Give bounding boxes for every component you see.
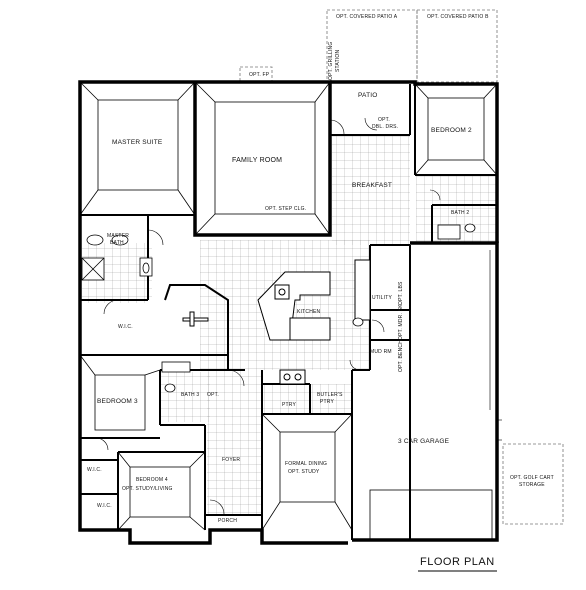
label-butlers-1: BUTLER'S (317, 392, 343, 398)
kitchen-fixtures (182, 259, 371, 385)
label-master-bath-2: BATH (110, 240, 124, 246)
label-golf-cart-2: STORAGE (519, 482, 545, 488)
label-master-bath-1: MASTER (107, 233, 130, 239)
label-formal-dining: FORMAL DINING (285, 461, 328, 467)
note-opt-patio-a: OPT. COVERED PATIO A (336, 14, 398, 20)
label-butlers-2: PTRY (320, 399, 335, 405)
note-opt-fp: OPT. FP (249, 72, 270, 78)
label-garage: 3 CAR GARAGE (398, 438, 450, 445)
label-ptry: PTRY (282, 402, 297, 408)
label-wic-a: W.I.C. (87, 467, 102, 473)
label-utility: UTILITY (372, 295, 393, 301)
label-patio: PATIO (358, 92, 378, 99)
note-opt-grilling-2: STATION (335, 49, 341, 72)
garage-door-marks (489, 250, 502, 441)
note-opt-dbl-1: OPT. (378, 117, 390, 123)
note-opt-lbs: OPT. LBS (398, 281, 404, 305)
door-swings (95, 117, 441, 515)
label-kitchen: KITCHEN (297, 309, 321, 315)
note-opt-grilling-1: OPT. GRILLING (328, 41, 334, 80)
label-bath-3: BATH 3 (181, 392, 200, 398)
label-master-wic: W.I.C. (118, 324, 133, 330)
label-bedroom-3: BEDROOM 3 (97, 398, 138, 405)
label-master-suite: MASTER SUITE (112, 139, 163, 146)
note-opt-mdr: OPT. MDR. SK. (398, 302, 404, 340)
label-porch: PORCH (218, 518, 238, 524)
label-opt-study: OPT. STUDY (288, 469, 320, 475)
label-breakfast: BREAKFAST (352, 182, 393, 189)
label-bath-2: BATH 2 (451, 210, 470, 216)
plan-title: FLOOR PLAN (420, 556, 495, 568)
note-opt-bench: OPT. BENCH (398, 339, 404, 372)
label-family-room: FAMILY ROOM (232, 157, 283, 164)
label-wic-b: W.I.C. (97, 503, 112, 509)
note-opt-patio-b: OPT. COVERED PATIO B (427, 14, 489, 20)
note-opt-bath3: OPT. (207, 392, 219, 398)
label-bedroom-4-opt: OPT. STUDY/LIVING (122, 486, 173, 492)
label-bedroom-4: BEDROOM 4 (136, 477, 168, 483)
note-opt-step-clg: OPT. STEP CLG. (265, 206, 307, 212)
label-bedroom-2: BEDROOM 2 (431, 127, 472, 134)
label-golf-cart-1: OPT. GOLF CART (510, 475, 554, 481)
ceiling-details (79, 81, 498, 541)
label-mud-room: MUD RM (370, 349, 392, 355)
label-foyer: FOYER (222, 457, 241, 463)
bath-fixtures (81, 223, 476, 393)
note-opt-dbl-2: DBL. DRS. (372, 124, 399, 130)
